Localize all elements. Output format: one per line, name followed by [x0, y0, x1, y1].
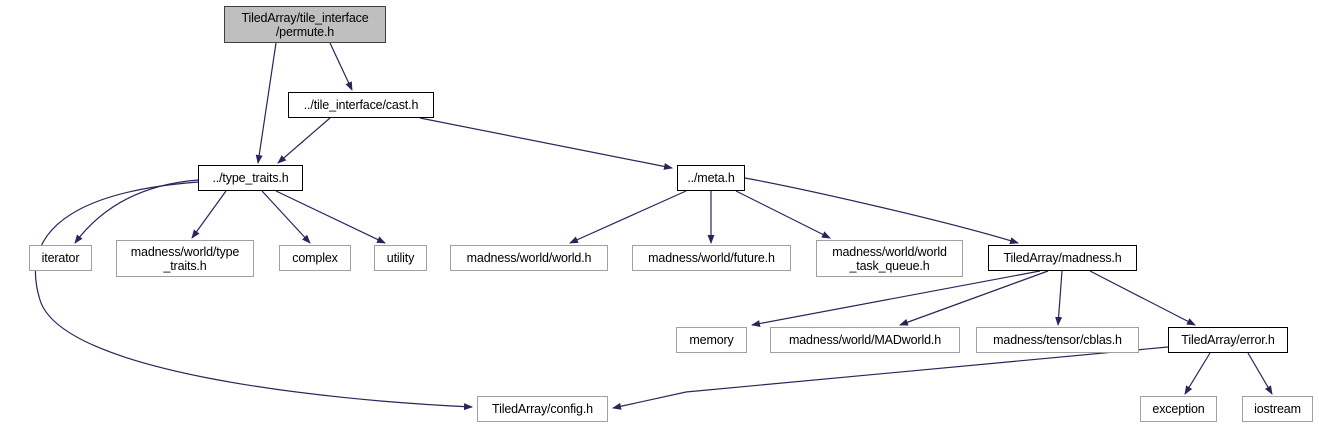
graph-node-memory[interactable]: memory — [676, 327, 747, 353]
graph-node-iterator[interactable]: iterator — [29, 245, 92, 271]
edge-permute-to-type_traits — [255, 42, 277, 164]
edge-type_traits-to-madness_type_traits — [191, 190, 227, 239]
graph-node-ta_madness[interactable]: TiledArray/madness.h — [988, 245, 1137, 271]
edge-meta-to-ta_madness — [744, 177, 1019, 244]
edge-type_traits-to-ta_config — [34, 181, 473, 411]
graph-node-complex[interactable]: complex — [279, 245, 351, 271]
graph-node-permute[interactable]: TiledArray/tile_interface /permute.h — [224, 6, 386, 43]
edge-ta_madness-to-memory — [751, 270, 1041, 327]
graph-node-ta_config[interactable]: TiledArray/config.h — [477, 396, 608, 422]
edge-ta_error-to-ta_config — [612, 346, 1169, 410]
graph-node-madness_task_queue[interactable]: madness/world/world _task_queue.h — [816, 240, 963, 277]
edge-meta-to-madness_world — [569, 190, 687, 244]
graph-node-madness_world[interactable]: madness/world/world.h — [450, 245, 608, 271]
edge-meta-to-madness_task_queue — [735, 190, 831, 239]
graph-node-madness_type_traits[interactable]: madness/world/type _traits.h — [116, 240, 254, 277]
edge-ta_error-to-exception — [1184, 352, 1211, 395]
edge-ta_madness-to-ta_error — [1089, 270, 1196, 326]
edge-group — [34, 42, 1273, 411]
edge-type_traits-to-iterator — [74, 179, 199, 244]
edge-permute-to-cast — [329, 42, 353, 91]
graph-node-exception[interactable]: exception — [1140, 396, 1217, 422]
graph-node-meta[interactable]: ../meta.h — [677, 165, 745, 191]
graph-node-iostream[interactable]: iostream — [1242, 396, 1313, 422]
graph-node-type_traits[interactable]: ../type_traits.h — [198, 165, 303, 191]
edge-type_traits-to-complex — [261, 190, 311, 244]
edge-ta_madness-to-cblas — [1055, 270, 1063, 326]
graph-node-utility[interactable]: utility — [374, 245, 427, 271]
edge-ta_error-to-iostream — [1247, 352, 1273, 395]
graph-node-madness_future[interactable]: madness/world/future.h — [632, 245, 791, 271]
graph-node-madworld[interactable]: madness/world/MADworld.h — [770, 327, 960, 353]
edge-cast-to-meta — [419, 117, 673, 170]
graph-node-cast[interactable]: ../tile_interface/cast.h — [288, 92, 434, 118]
edge-ta_madness-to-madworld — [899, 270, 1049, 326]
edge-type_traits-to-utility — [275, 190, 386, 244]
edge-cast-to-type_traits — [277, 117, 331, 164]
graph-node-ta_error[interactable]: TiledArray/error.h — [1168, 327, 1288, 353]
graph-node-cblas[interactable]: madness/tensor/cblas.h — [976, 327, 1139, 353]
